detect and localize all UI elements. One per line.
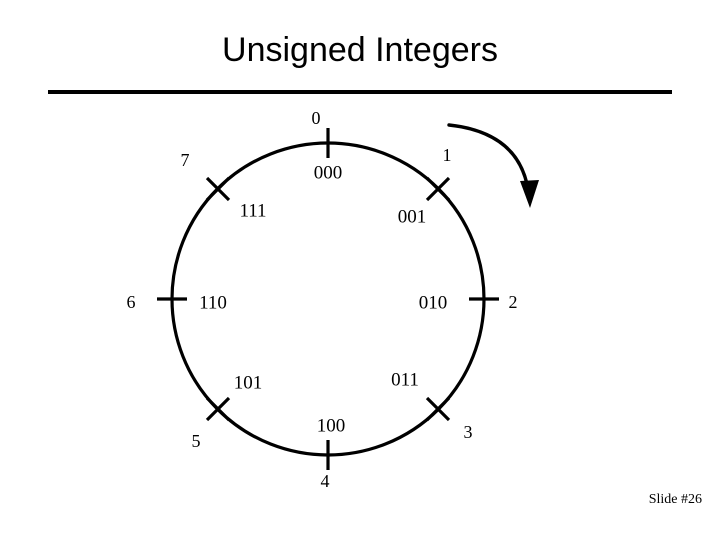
- clockwise-direction-arrow: [447, 123, 539, 208]
- decimal-label-7: 7: [181, 150, 190, 170]
- binary-label-group: 000 001 010 011 100 101 110 111: [199, 162, 447, 436]
- decimal-label-3: 3: [464, 422, 473, 442]
- decimal-label-group: 0 1 2 3 4 5 6 7: [127, 108, 518, 491]
- arrowhead-icon: [520, 180, 539, 208]
- decimal-label-6: 6: [127, 292, 136, 312]
- binary-label-001: 001: [398, 206, 427, 227]
- binary-label-100: 100: [317, 415, 346, 436]
- decimal-label-1: 1: [443, 145, 452, 165]
- decimal-label-2: 2: [509, 292, 518, 312]
- decimal-label-5: 5: [192, 431, 201, 451]
- binary-label-110: 110: [199, 292, 227, 313]
- page-title: Unsigned Integers: [222, 31, 498, 69]
- binary-label-010: 010: [419, 292, 448, 313]
- tick-cross-1: [425, 176, 451, 202]
- decimal-label-0: 0: [312, 108, 321, 128]
- binary-label-111: 111: [239, 200, 266, 221]
- binary-label-000: 000: [314, 162, 343, 183]
- tick-cross-5: [205, 396, 231, 422]
- binary-label-101: 101: [234, 372, 263, 393]
- tick-cross-3: [425, 396, 451, 422]
- decimal-label-4: 4: [321, 471, 330, 491]
- slide-number-footer: Slide #26: [648, 492, 702, 507]
- binary-label-011: 011: [391, 369, 419, 390]
- tick-cross-group: [205, 176, 451, 422]
- title-divider-rule: [48, 90, 672, 94]
- tick-cross-7: [205, 176, 231, 202]
